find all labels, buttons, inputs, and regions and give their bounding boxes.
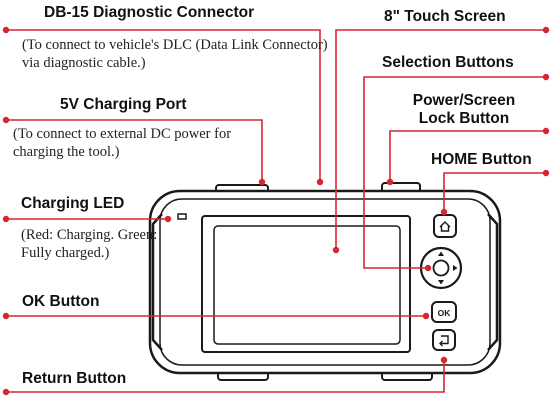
label-charging-port-note: (To connect to external DC power for cha…	[13, 126, 232, 160]
return-key	[432, 329, 456, 351]
leader-power	[389, 130, 546, 182]
leader-lines	[6, 29, 546, 393]
ok-key	[431, 301, 457, 323]
label-ok-button: OK Button	[22, 293, 100, 310]
touch-screen-panel	[213, 225, 401, 345]
arrow-down-icon	[438, 280, 444, 285]
leader-db15	[6, 29, 321, 182]
leader-home	[443, 172, 546, 212]
leader-dots	[2, 26, 550, 396]
label-selection-buttons: Selection Buttons	[382, 54, 514, 71]
label-db15-note: (To connect to vehicle's DLC (Data Link …	[22, 37, 328, 71]
label-home-button: HOME Button	[431, 151, 532, 168]
home-key	[433, 214, 457, 238]
arrow-right-icon	[453, 265, 458, 271]
leader-return	[6, 360, 445, 393]
label-charging-led-note: (Red: Charging. Green: Fully charged.)	[21, 227, 158, 261]
charging-led	[177, 213, 187, 220]
label-power-button: Power/Screen Lock Button	[412, 92, 516, 127]
right-grip	[487, 213, 499, 351]
home-icon	[439, 221, 451, 232]
leader-charging-port	[6, 119, 263, 182]
label-charging-port-title: 5V Charging Port	[60, 96, 187, 113]
ok-key-label: OK	[438, 308, 452, 318]
label-return-button: Return Button	[22, 370, 127, 387]
leader-touch-screen	[335, 29, 546, 250]
arrow-up-icon	[438, 251, 444, 256]
leader-selection	[363, 76, 546, 269]
dpad-center	[432, 259, 450, 277]
return-icon	[439, 335, 449, 347]
label-db15-title: DB-15 Diagnostic Connector	[44, 4, 255, 21]
label-charging-led-title: Charging LED	[21, 195, 125, 212]
label-touch-screen: 8" Touch Screen	[384, 8, 506, 25]
